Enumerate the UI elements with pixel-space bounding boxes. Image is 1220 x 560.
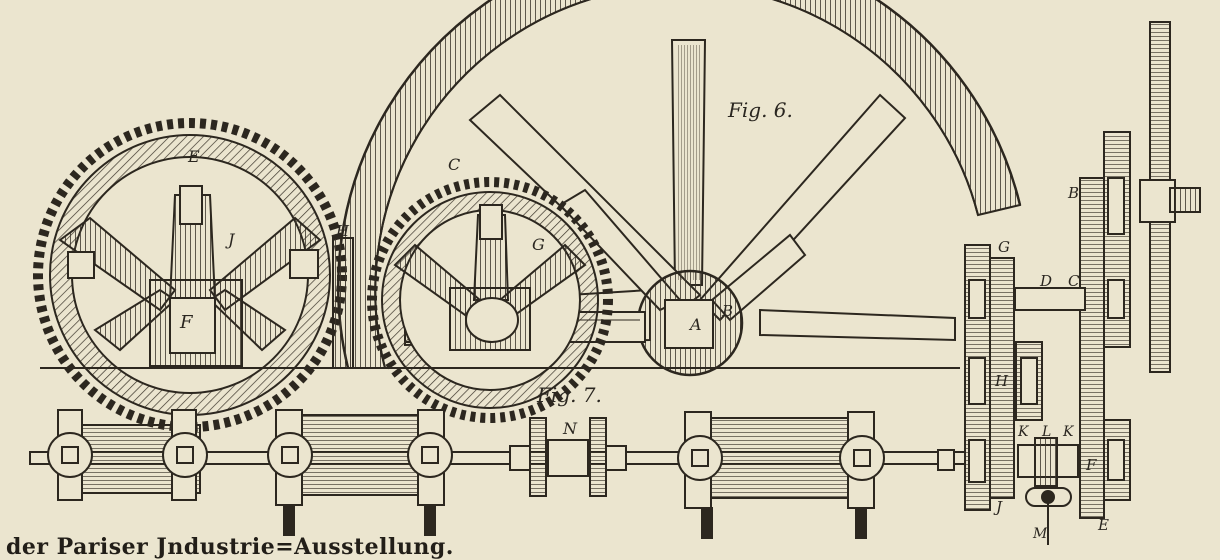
label-side-B: B xyxy=(1067,184,1079,202)
figure-labels: Fig. 6. Fig. 7. E J F H C G A B G B D C … xyxy=(179,98,1109,542)
fig6-title: Fig. 6. xyxy=(727,98,793,122)
label-side-H: H xyxy=(994,372,1009,390)
label-side-D: D xyxy=(1039,272,1052,290)
label-side-K1: K xyxy=(1017,424,1030,440)
plate-caption: der Pariser Jndustrie=Ausstellung. xyxy=(6,534,454,560)
label-side-G: G xyxy=(998,238,1010,256)
label-side-C: C xyxy=(1068,272,1080,290)
label-side-M: M xyxy=(1032,526,1048,542)
label-side-K2: K xyxy=(1062,424,1075,440)
fig7-drawing xyxy=(29,409,966,539)
gear-left xyxy=(33,118,347,432)
label-C: C xyxy=(448,155,460,174)
label-E: E xyxy=(187,147,200,166)
label-side-E: E xyxy=(1097,516,1109,534)
label-A: A xyxy=(688,315,702,334)
label-H: H xyxy=(335,222,350,240)
label-B: B xyxy=(721,302,733,320)
fig7-title: Fig. 7. xyxy=(536,383,602,407)
label-side-L: L xyxy=(1041,424,1051,440)
label-side-F: F xyxy=(1085,456,1097,474)
label-J: J xyxy=(225,230,236,249)
label-F: F xyxy=(179,312,194,333)
label-N: N xyxy=(562,419,578,438)
label-side-J: J xyxy=(993,498,1003,516)
gear-middle xyxy=(367,177,613,423)
pinion-h xyxy=(332,237,354,369)
label-G: G xyxy=(532,235,545,254)
side-elevation xyxy=(964,21,1201,545)
